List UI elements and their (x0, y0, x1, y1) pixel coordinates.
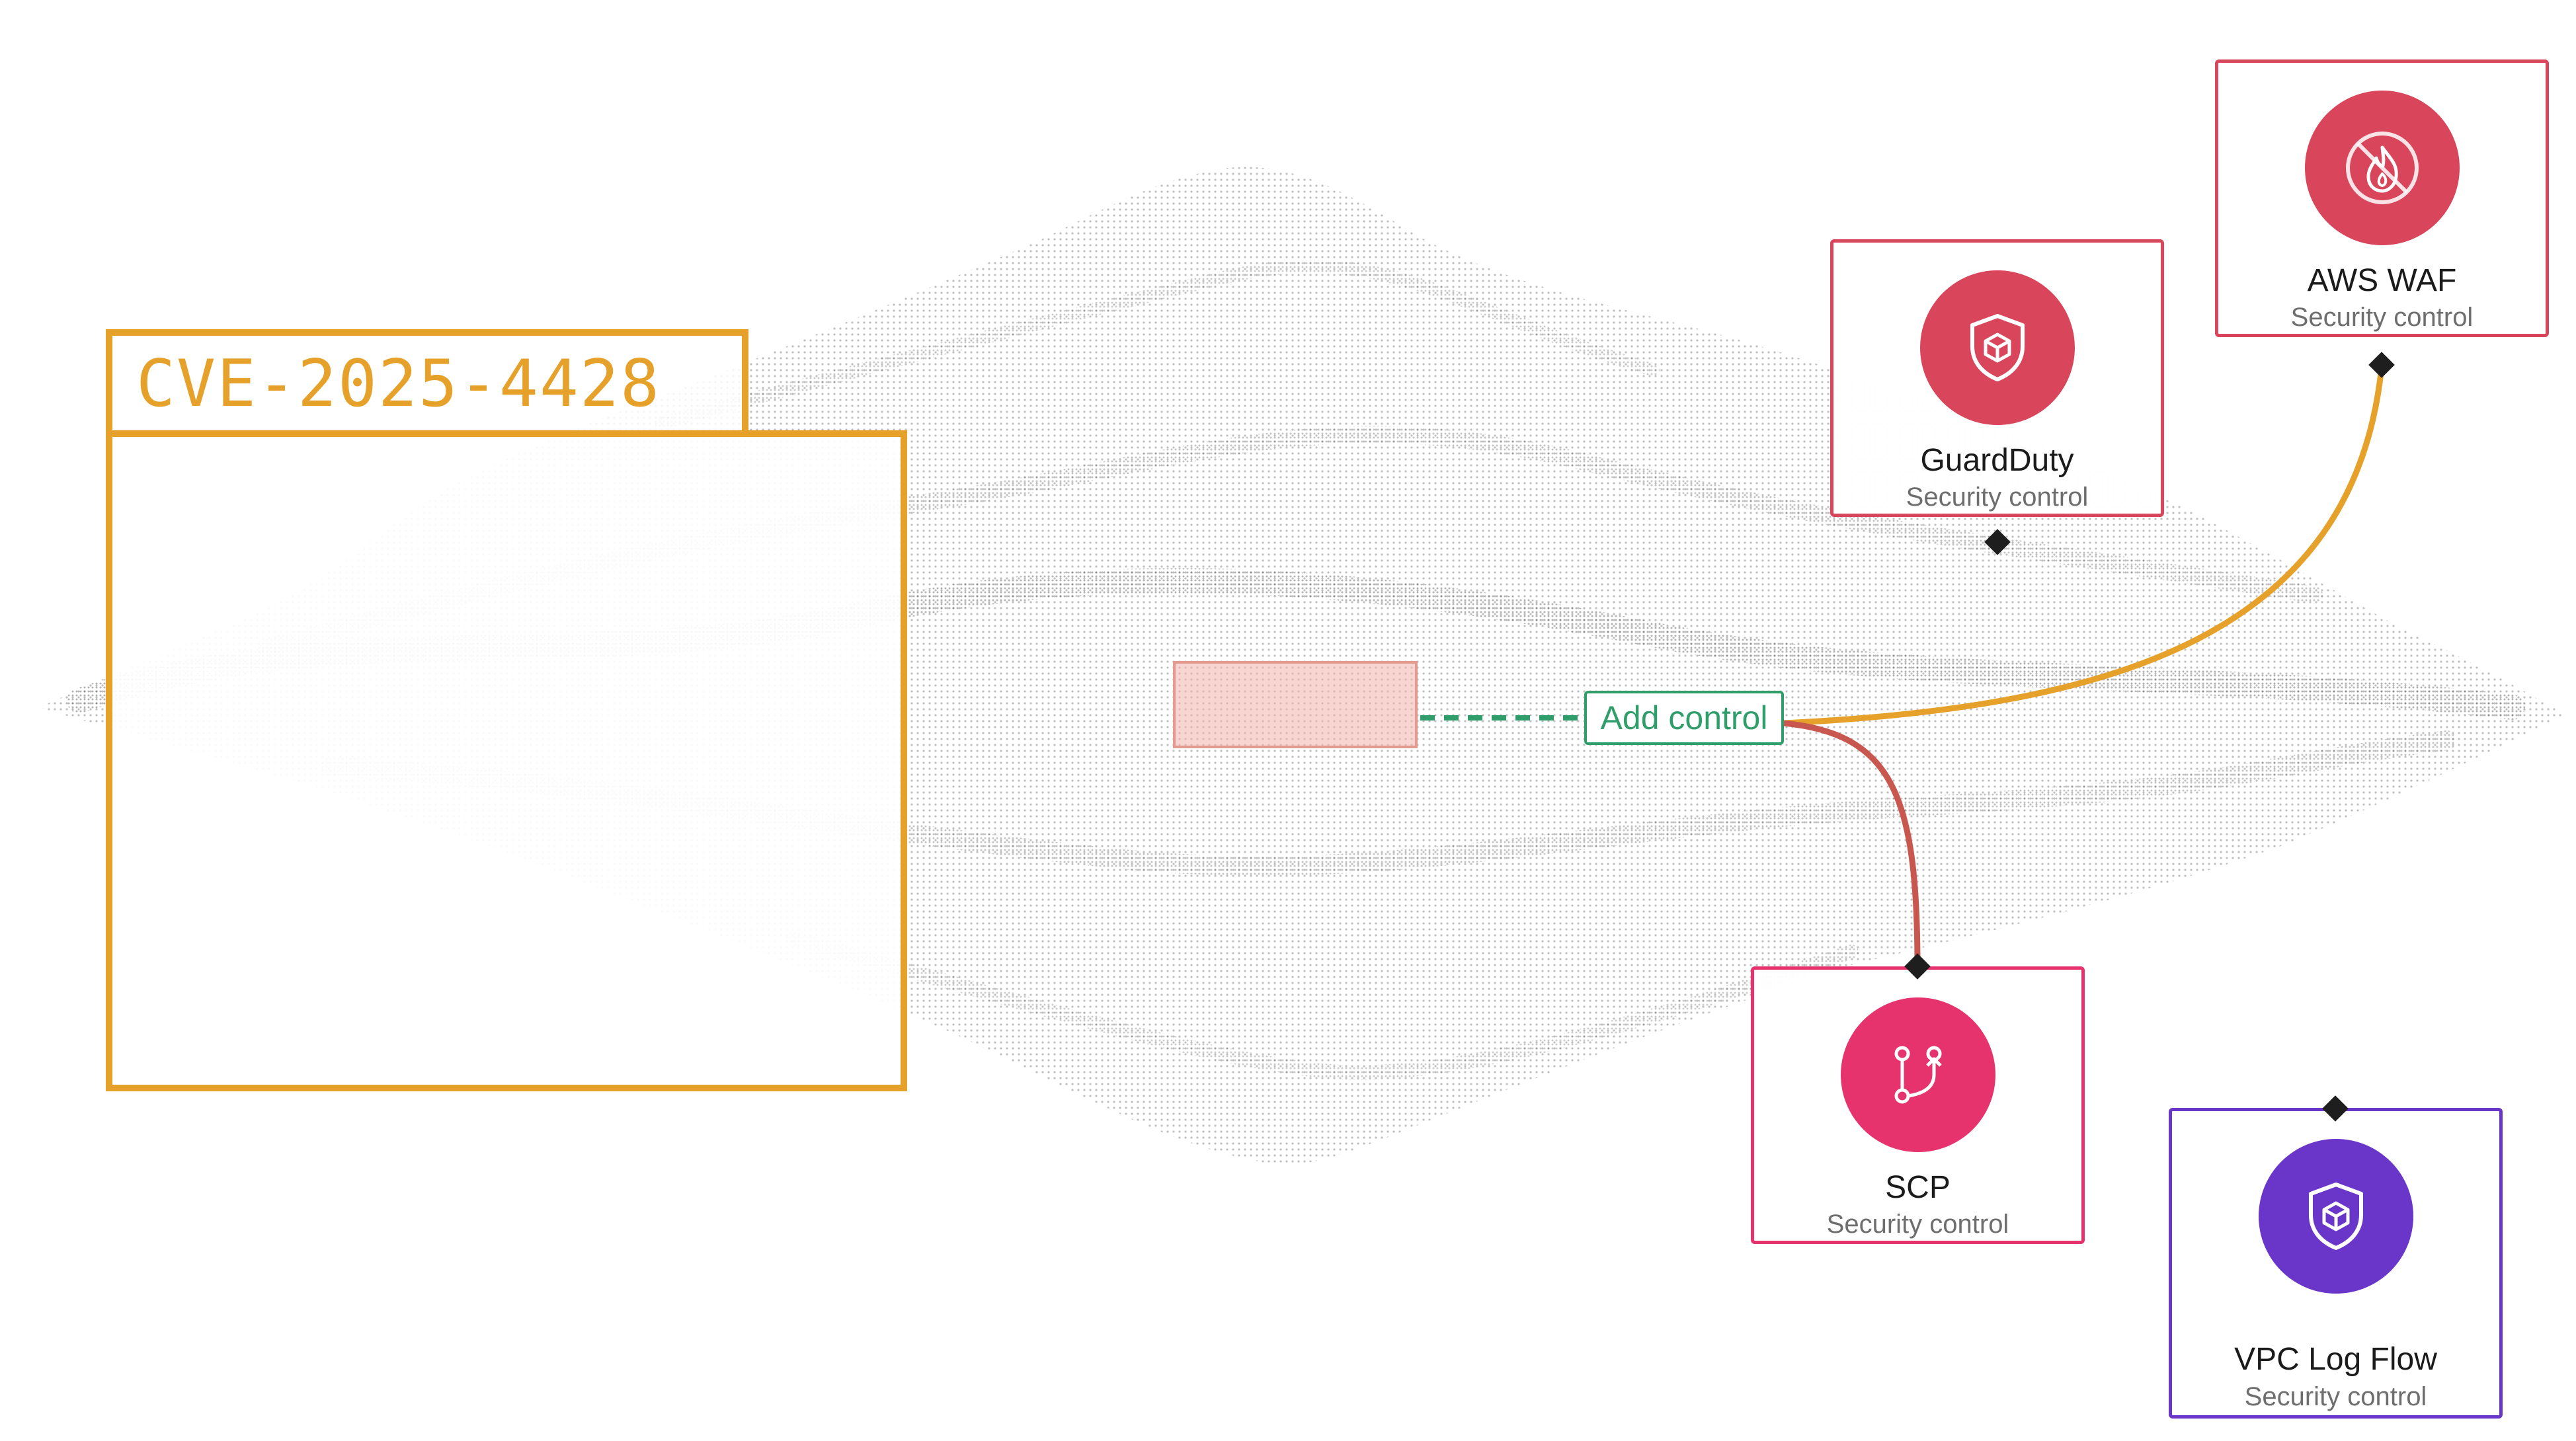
control-card-scp[interactable]: SCP Security control (1751, 966, 2085, 1244)
scp-badge (1840, 997, 1995, 1152)
git-branch-icon (1894, 1046, 1942, 1104)
guardduty-badge (1919, 270, 2075, 425)
control-name: VPC Log Flow (2234, 1342, 2437, 1377)
cve-id: CVE-2025-4428 (136, 346, 661, 422)
aws-waf-badge (2304, 91, 2460, 245)
fire-blocked-icon (2345, 132, 2419, 204)
control-type: Security control (1826, 1210, 2009, 1239)
control-name: AWS WAF (2307, 263, 2457, 298)
control-type: Security control (2290, 303, 2474, 332)
control-card-vpc-log-flow[interactable]: VPC Log Flow Security control (2169, 1108, 2503, 1419)
connector-to-waf (1783, 366, 2385, 726)
control-name: SCP (1885, 1170, 1951, 1205)
control-card-guardduty[interactable]: GuardDuty Security control (1830, 239, 2164, 517)
vpc-badge (2258, 1139, 2413, 1294)
control-name: GuardDuty (1920, 443, 2074, 478)
cve-tab[interactable]: CVE-2025-4428 (106, 329, 748, 432)
cve-frame[interactable] (106, 430, 907, 1091)
add-control-button[interactable]: Add control (1584, 691, 1784, 745)
control-type: Security control (1906, 483, 2089, 512)
control-card-aws-waf[interactable]: AWS WAF Security control (2215, 59, 2549, 337)
shield-cube-icon (1970, 314, 2025, 381)
selected-region (1173, 661, 1418, 748)
control-type: Security control (2244, 1382, 2427, 1411)
shield-cube-icon (2308, 1183, 2363, 1250)
connector-to-scp (1783, 720, 1921, 967)
